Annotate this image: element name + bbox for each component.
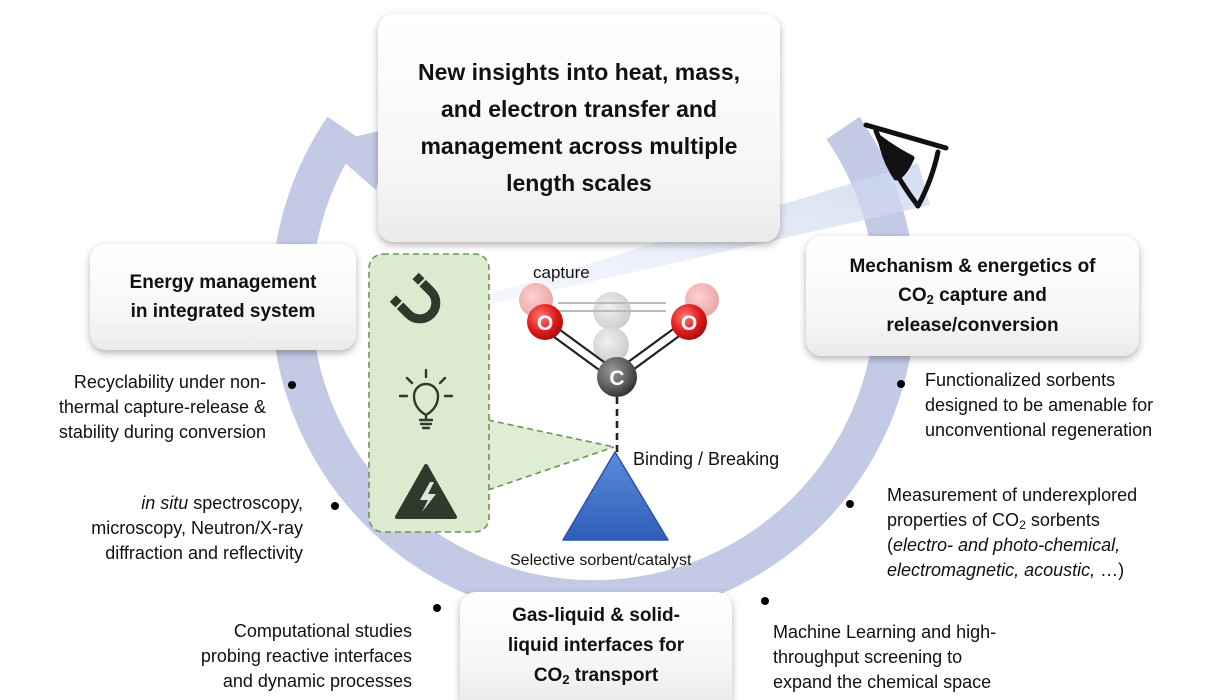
bullet [761,597,769,605]
sorbent-label: Selective sorbent/catalyst [510,552,692,569]
annotation-line: throughput screening to [773,647,963,667]
annotation-line: in situ spectroscopy, [91,491,303,516]
capture-label: capture [533,263,590,282]
transport-text: transport [569,665,659,686]
annotation-line: thermal capture-release & [58,397,266,417]
lightbulb-icon [398,368,454,430]
bullet [897,380,905,388]
carbon-label: C [609,367,624,390]
paren-open: ( [887,535,893,555]
measurement-text: properties of CO [887,510,1020,530]
annotation-line: Computational studies [233,621,412,641]
annotation-line: unconventional regeneration [925,420,1153,440]
center-box-line: and electron transfer and [440,95,718,122]
oxygen-atom-left [527,304,563,340]
interfaces-box: Gas-liquid & solid- liquid interfaces fo… [460,592,732,700]
binding-breaking-label: Binding / Breaking [633,449,779,469]
mechanism-box-line: CO2 capture and [849,281,1095,310]
bullet [331,502,339,510]
bullet [288,381,296,389]
magnet-icon [389,272,441,324]
center-insights-box: New insights into heat, mass, and electr… [378,14,780,242]
annotation-line: and dynamic processes [222,671,412,691]
interfaces-box-line: CO2 transport [508,661,684,691]
annotation-line: Machine Learning and high- [773,622,997,642]
in-situ-rest: spectroscopy, [188,493,303,513]
high-voltage-icon [395,464,457,519]
co2-text: CO [898,285,927,307]
eye-view-beam [352,163,930,336]
annotation-line: Measurement of underexplored [887,485,1138,505]
measurement-annotation: Measurement of underexplored properties … [887,483,1137,583]
measurement-italic: electro- and photo-chemical, [893,535,1121,555]
interfaces-box-line: Gas-liquid & solid- [512,604,680,626]
in-situ-annotation: in situ spectroscopy, microscopy, Neutro… [91,491,303,566]
annotation-line: probing reactive interfaces [200,646,412,666]
bullet [433,604,441,612]
sorbent-triangle [562,451,669,541]
energy-box-line: Energy management [129,271,317,293]
co2-subscript: 2 [562,672,570,688]
oxygen-left-label: O [537,312,553,335]
center-box-line: length scales [506,170,652,197]
in-situ-italic: in situ [141,493,189,513]
annotation-line: (electro- and photo-chemical, [887,533,1137,558]
annotation-line: properties of CO2 sorbents [887,508,1137,533]
annotation-line: expand the chemical space [773,672,992,692]
co2-molecule [519,283,719,452]
measurement-italic: electromagnetic, acoustic, [887,560,1096,580]
measurement-text: …) [1095,560,1125,580]
oxygen-right-label: O [681,312,697,335]
mechanism-capture-text: capture and [933,285,1047,307]
recyclability-annotation: Recyclability under non- thermal capture… [59,370,266,445]
cycle-arrowhead [323,128,392,190]
oxygen-atom-right [671,304,707,340]
co2-subscript: 2 [1019,518,1026,533]
computational-annotation: Computational studies probing reactive i… [201,619,412,694]
functionalized-annotation: Functionalized sorbents designed to be a… [925,368,1153,443]
stimuli-panel [368,253,490,533]
annotation-line: microscopy, Neutron/X-ray [91,518,303,538]
center-box-line: New insights into heat, mass, [417,58,741,85]
bullet [846,500,854,508]
co2-text: CO [533,665,563,686]
annotation-line: designed to be amenable for [925,395,1154,415]
machine-learning-annotation: Machine Learning and high- throughput sc… [773,620,996,695]
annotation-line: diffraction and reflectivity [105,543,303,563]
co2-subscript: 2 [926,292,934,308]
stimuli-callout-wedge [488,420,614,490]
eye-icon [863,122,949,209]
energy-box-line: in integrated system [130,301,316,322]
interfaces-box-line: liquid interfaces for [507,634,685,656]
annotation-line: Recyclability under non- [73,372,266,392]
center-box-line: management across multiple [420,133,738,159]
annotation-line: Functionalized sorbents [925,370,1116,390]
mechanism-energetics-box: Mechanism & energetics of CO2 capture an… [806,236,1139,356]
energy-management-box: Energy management in integrated system [90,244,356,350]
measurement-text: sorbents [1025,510,1100,530]
annotation-line: electromagnetic, acoustic, …) [887,558,1137,583]
mechanism-box-line: Mechanism & energetics of [849,255,1096,277]
mechanism-box-line: release/conversion [886,314,1059,336]
carbon-atom [597,357,637,397]
annotation-line: stability during conversion [58,422,266,442]
